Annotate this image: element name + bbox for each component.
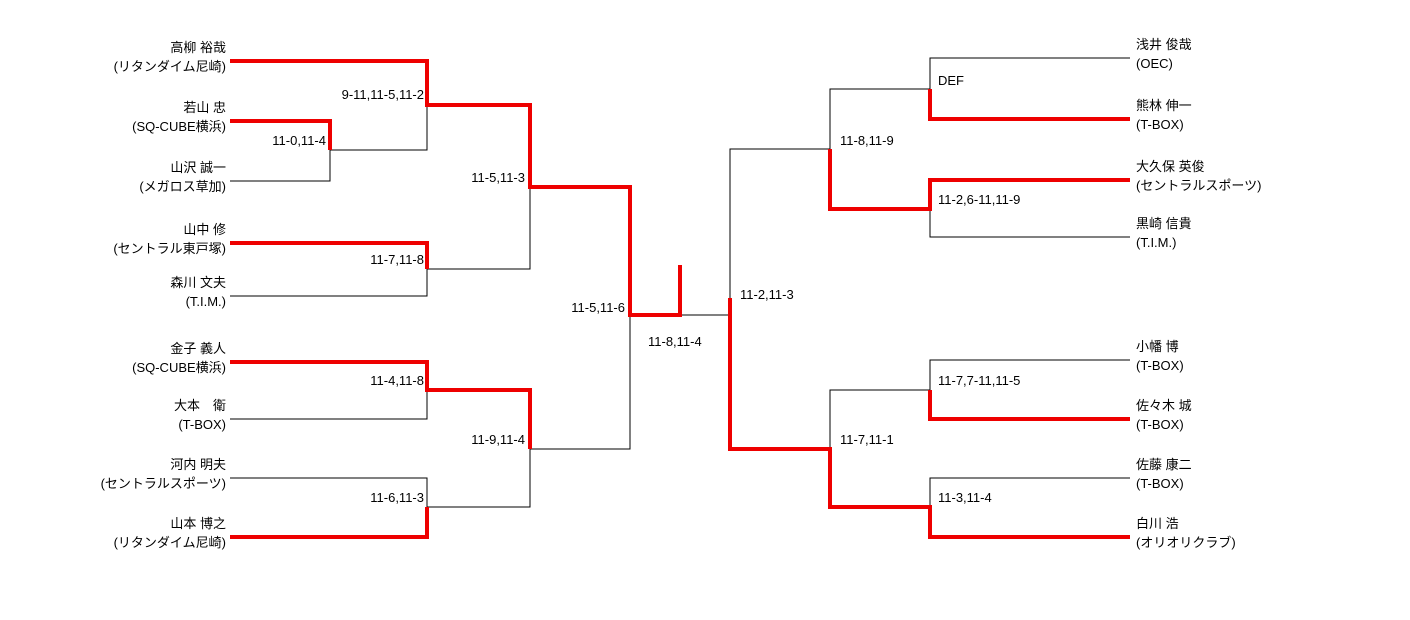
bracket-line — [230, 477, 428, 507]
match-score: 11-0,11-4 — [272, 133, 326, 148]
match-score: 11-3,11-4 — [938, 490, 992, 505]
bracket-line — [530, 315, 631, 450]
winner-path-champion — [230, 59, 682, 317]
player-club: (T-BOX) — [1136, 417, 1184, 432]
player-club: (リタンダイム尼崎) — [113, 59, 226, 74]
match-score: 9-11,11-5,11-2 — [341, 87, 424, 102]
match-score: 11-4,11-8 — [370, 373, 424, 388]
player-left-3: 山沢 誠一 (メガロス草加) — [26, 158, 226, 196]
winner-path — [230, 507, 429, 539]
player-club: (セントラルスポーツ) — [1136, 178, 1262, 193]
bracket-line — [427, 449, 531, 508]
winner-path — [230, 119, 332, 150]
player-right-8: 白川 浩 (オリオリクラブ) — [1136, 514, 1386, 552]
player-right-5: 小幡 博 (T-BOX) — [1136, 337, 1386, 375]
bracket-line — [230, 269, 428, 297]
player-left-9: 山本 博之 (リタンダイム尼崎) — [26, 514, 226, 552]
match-score: 11-9,11-4 — [471, 432, 525, 447]
bracket-line — [829, 389, 930, 449]
player-club: (OEC) — [1136, 56, 1173, 71]
bracket-line — [729, 148, 830, 298]
player-name: 白川 浩 — [1136, 516, 1179, 531]
player-club: (SQ-CUBE横浜) — [132, 119, 226, 134]
bracket-line — [230, 390, 428, 420]
player-name: 山中 修 — [183, 222, 226, 237]
player-club: (T.I.M.) — [185, 294, 226, 309]
bracket-line — [230, 150, 331, 182]
winner-path — [230, 360, 532, 449]
player-left-4: 山中 修 (セントラル東戸塚) — [26, 220, 226, 258]
bracket-line — [829, 88, 930, 149]
match-score: 11-2,6-11,11-9 — [938, 192, 1021, 207]
player-name: 黒崎 信貴 — [1136, 216, 1192, 231]
player-club: (T-BOX) — [1136, 476, 1184, 491]
player-club: (オリオリクラブ) — [1136, 535, 1236, 550]
match-score: 11-7,7-11,11-5 — [938, 373, 1021, 388]
match-score: 11-7,11-1 — [840, 432, 894, 447]
player-left-7: 大本 衛 (T-BOX) — [26, 396, 226, 434]
player-club: (SQ-CUBE横浜) — [132, 360, 226, 375]
player-right-6: 佐々木 城 (T-BOX) — [1136, 396, 1386, 434]
player-club: (T-BOX) — [1136, 358, 1184, 373]
player-left-5: 森川 文夫 (T.I.M.) — [26, 273, 226, 311]
player-club: (メガロス草加) — [139, 179, 226, 194]
player-name: 大本 衛 — [173, 398, 226, 413]
player-name: 佐々木 城 — [1136, 398, 1192, 413]
player-club: (セントラル東戸塚) — [113, 241, 226, 256]
match-score: 11-5,11-3 — [471, 170, 525, 185]
bracket-line — [929, 359, 1130, 390]
player-club: (T-BOX) — [178, 417, 226, 432]
bracket-line — [929, 477, 1130, 507]
player-name: 河内 明夫 — [170, 457, 226, 472]
player-name: 浅井 俊哉 — [1136, 37, 1192, 52]
bracket-line — [330, 105, 428, 151]
player-club: (T.I.M.) — [1136, 235, 1177, 250]
player-name: 金子 義人 — [170, 341, 226, 356]
player-name: 若山 忠 — [183, 100, 226, 115]
player-right-4: 黒崎 信貴 (T.I.M.) — [1136, 214, 1386, 252]
grand-final-score: 11-8,11-4 — [648, 334, 702, 349]
bracket-lines-black — [230, 57, 1130, 508]
player-name: 高柳 裕哉 — [170, 40, 226, 55]
player-left-8: 河内 明夫 (セントラルスポーツ) — [26, 455, 226, 493]
player-name: 大久保 英俊 — [1136, 159, 1205, 174]
player-name: 小幡 博 — [1136, 339, 1179, 354]
bracket-line — [929, 209, 1130, 238]
match-score: 11-6,11-3 — [370, 490, 424, 505]
match-score: 11-7,11-8 — [370, 252, 424, 267]
winner-path — [928, 89, 1130, 121]
player-name: 佐藤 康二 — [1136, 457, 1192, 472]
player-name: 森川 文夫 — [170, 275, 226, 290]
bracket-line — [427, 187, 531, 270]
match-score: 11-5,11-6 — [571, 300, 625, 315]
player-left-1: 高柳 裕哉 (リタンダイム尼崎) — [26, 38, 226, 76]
player-right-2: 熊林 伸一 (T-BOX) — [1136, 96, 1386, 134]
winner-path — [230, 241, 429, 269]
player-left-2: 若山 忠 (SQ-CUBE横浜) — [26, 98, 226, 136]
winner-path-lines — [230, 59, 1130, 539]
player-club: (セントラルスポーツ) — [100, 476, 226, 491]
match-score: 11-2,11-3 — [740, 287, 794, 302]
winner-path — [828, 149, 1130, 211]
player-right-3: 大久保 英俊 (セントラルスポーツ) — [1136, 157, 1386, 195]
player-name: 山本 博之 — [170, 516, 226, 531]
bracket-line — [929, 57, 1130, 89]
winner-path — [928, 390, 1130, 421]
winner-path — [728, 298, 1130, 539]
player-name: 山沢 誠一 — [170, 160, 226, 175]
player-left-6: 金子 義人 (SQ-CUBE横浜) — [26, 339, 226, 377]
player-club: (T-BOX) — [1136, 117, 1184, 132]
player-right-7: 佐藤 康二 (T-BOX) — [1136, 455, 1386, 493]
player-name: 熊林 伸一 — [1136, 98, 1192, 113]
player-club: (リタンダイム尼崎) — [113, 535, 226, 550]
player-right-1: 浅井 俊哉 (OEC) — [1136, 35, 1386, 73]
match-score: 11-8,11-9 — [840, 133, 894, 148]
match-score: DEF — [938, 73, 964, 88]
